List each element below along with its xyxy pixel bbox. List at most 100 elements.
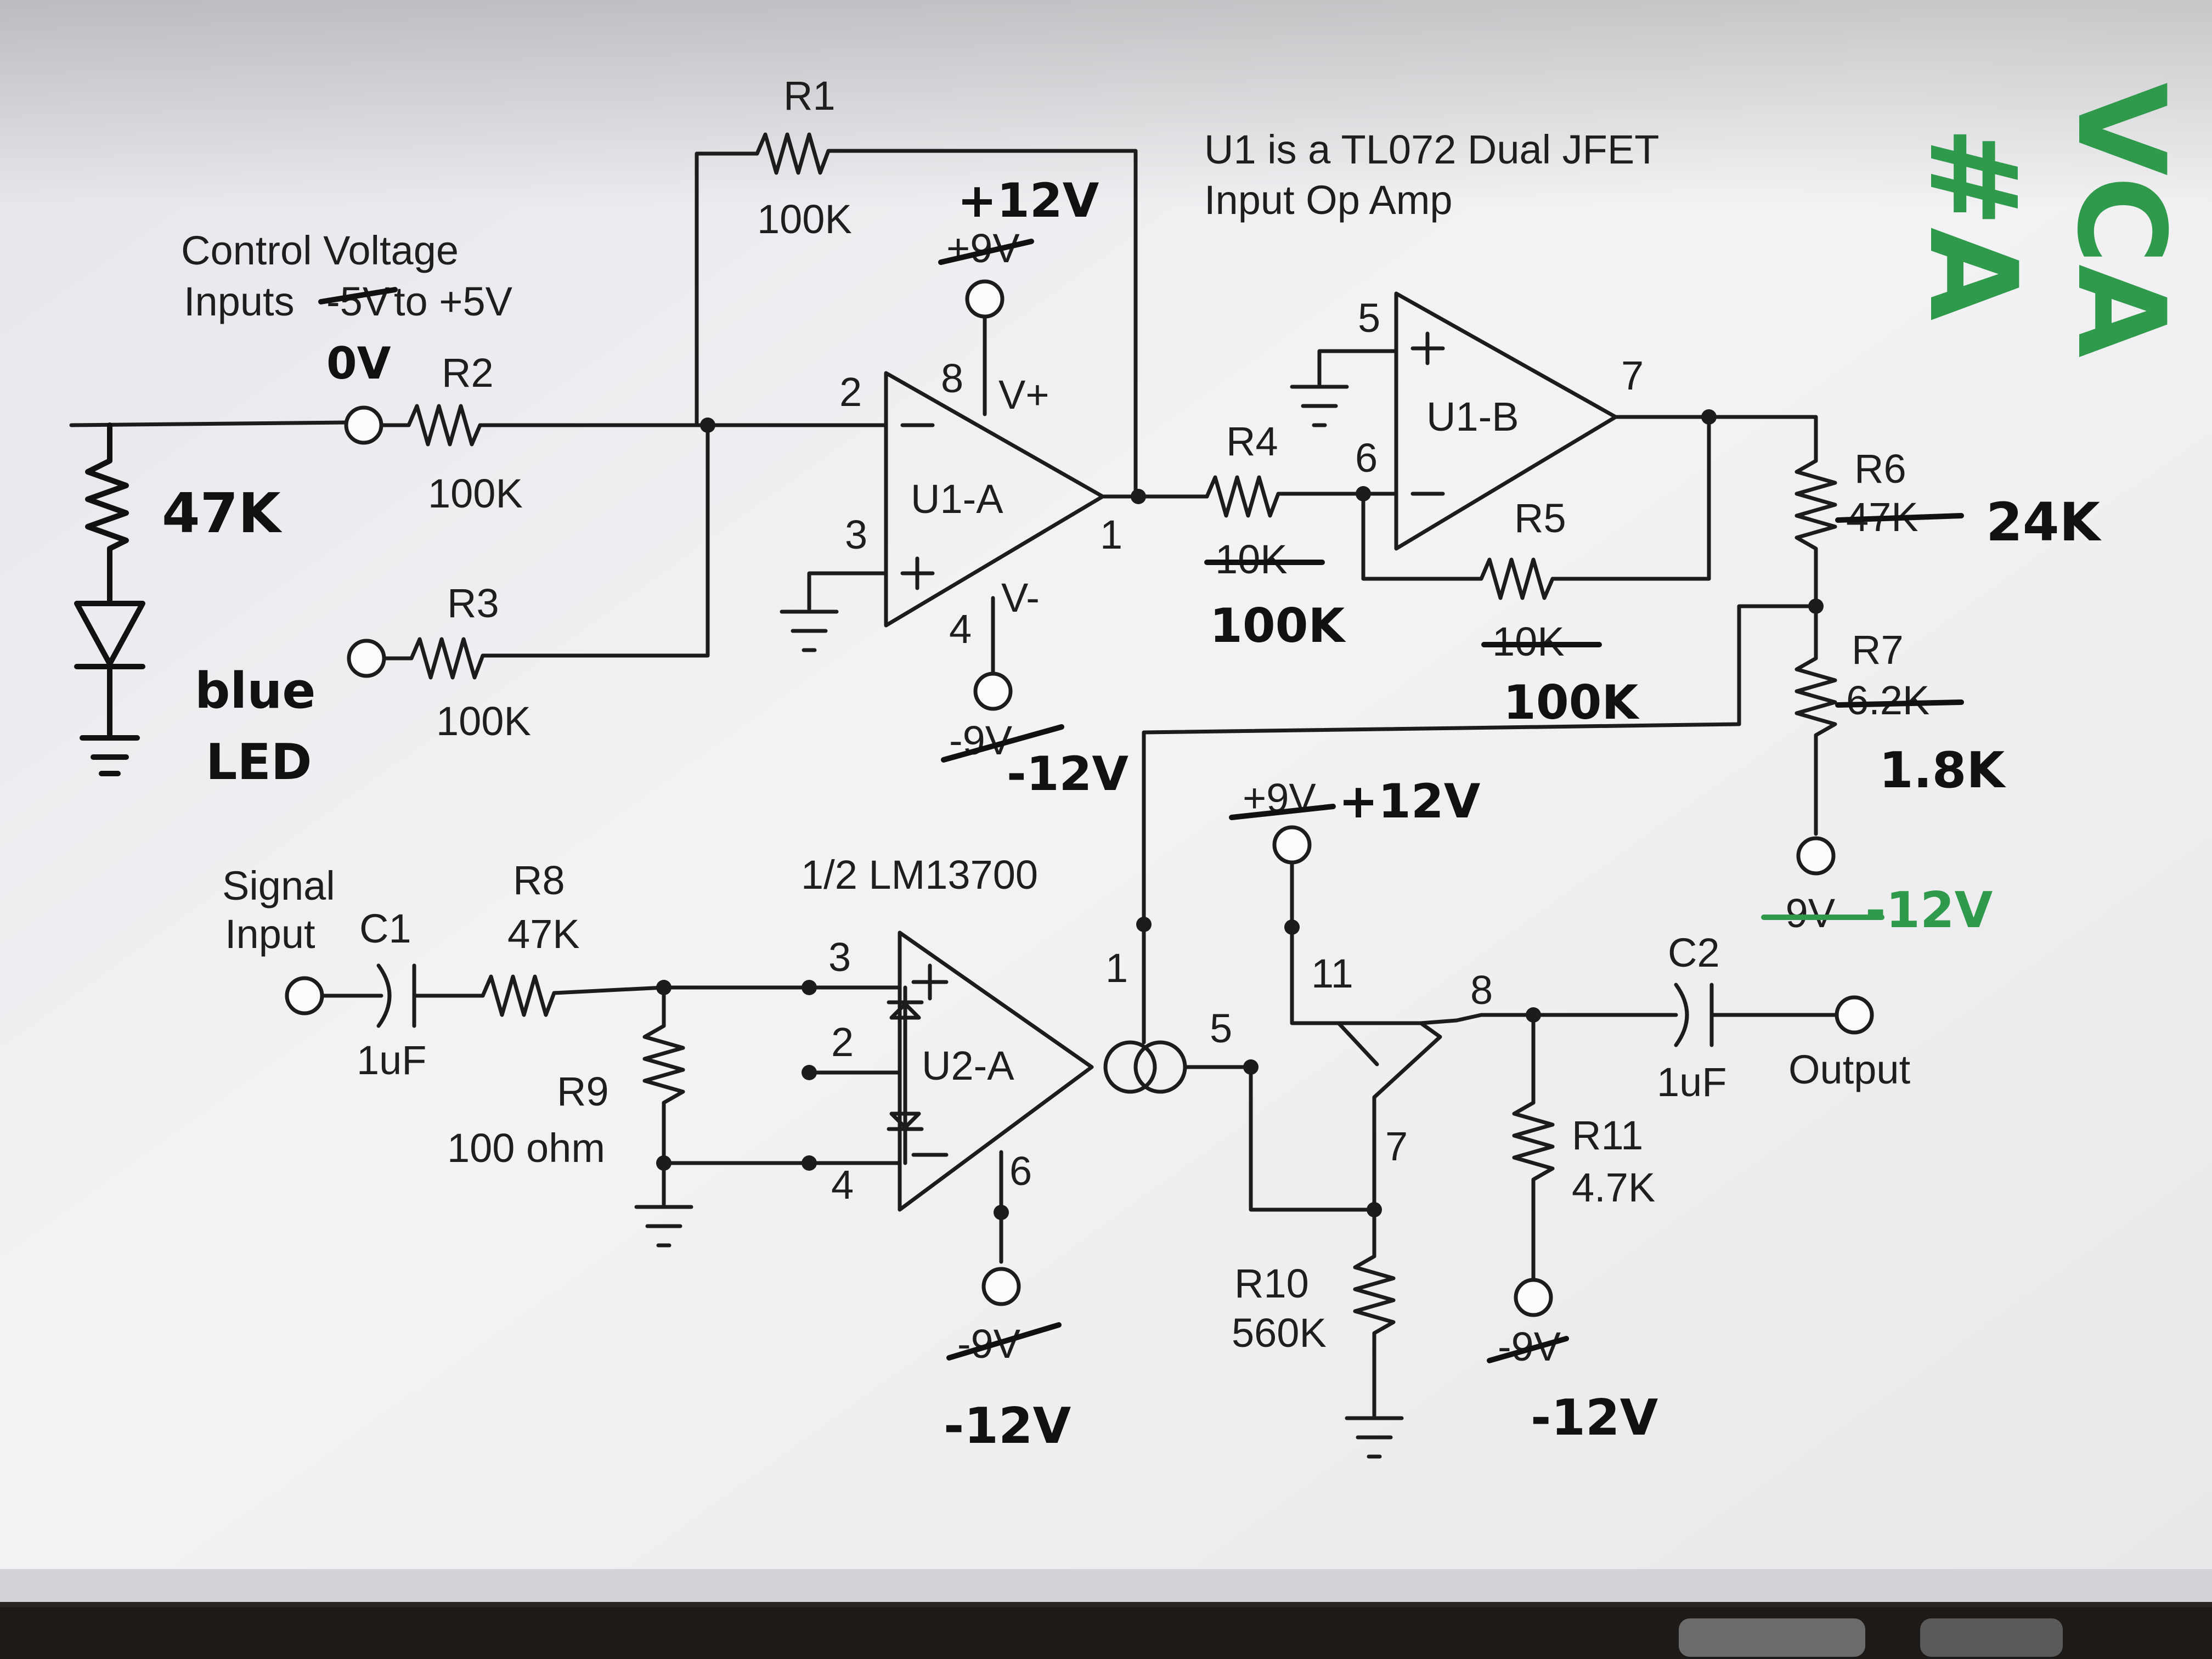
u1a-pin1: 1 (1100, 512, 1122, 557)
r3-resistor-symbol (382, 423, 710, 680)
r9-resistor-symbol (642, 985, 685, 1168)
r4-resistor-symbol (1205, 475, 1365, 518)
u1b-name: U1-B (1426, 394, 1519, 439)
u1a-vplus-label: V+ (998, 372, 1049, 417)
r3-name: R3 (447, 580, 499, 626)
r8-value: 47K (507, 911, 580, 957)
control-voltage-label-line1: Control Voltage (181, 228, 459, 273)
c1-value: 1uF (357, 1037, 427, 1083)
r4-value-struck: 10K (1215, 537, 1288, 582)
number-handwritten-label: #A (1903, 126, 2043, 321)
r11-supply-new: -12V (1531, 1389, 1658, 1447)
header-title-line1: U1 is a TL072 Dual JFET (1204, 127, 1659, 172)
u1a-pin3: 3 (845, 512, 867, 557)
u2a-ota-symbol (898, 930, 1094, 1212)
r6-resistor-symbol (1795, 459, 1837, 608)
r1-resistor-symbol (695, 132, 1138, 499)
r2-name: R2 (442, 350, 494, 396)
u1b-pin6: 6 (1355, 435, 1378, 481)
u1a-ground-symbol (780, 610, 839, 652)
r8-name: R8 (513, 857, 565, 903)
q-supply-terminal (1272, 825, 1312, 865)
r4-value-new: 100K (1210, 599, 1347, 653)
binder-clip (1679, 1618, 1865, 1657)
signal-input-terminal[interactable] (285, 976, 324, 1015)
u1b-opamp-symbol (1394, 291, 1618, 551)
table-background (0, 1607, 2212, 1659)
r7-resistor-symbol (1795, 604, 1837, 836)
cv-input-terminal-1[interactable] (344, 405, 383, 445)
r7-name: R7 (1852, 627, 1904, 673)
r9-value: 100 ohm (447, 1125, 605, 1171)
u2-pin1: 1 (1105, 945, 1128, 991)
r10-ground-symbol (1345, 1416, 1404, 1459)
r9-ground-symbol (634, 1205, 693, 1248)
r10-name: R10 (1234, 1261, 1309, 1306)
c1-name: C1 (359, 906, 411, 951)
r11-name: R11 (1572, 1113, 1643, 1158)
r2-resistor-symbol (379, 404, 707, 447)
q-pin7: 7 (1385, 1124, 1408, 1169)
svg-text:to +5V: to +5V (394, 279, 513, 324)
u1-vminus-new: -12V (1007, 747, 1128, 802)
u1b-pin5: 5 (1358, 295, 1380, 341)
r11-supply-terminal (1514, 1278, 1553, 1317)
control-voltage-correction: 0V (326, 338, 391, 389)
u1a-name: U1-A (911, 476, 1003, 522)
output-terminal[interactable] (1835, 995, 1874, 1035)
r4-name: R4 (1226, 419, 1278, 464)
r6-value-new: 24K (1986, 492, 2102, 553)
c2-name: C2 (1668, 930, 1720, 975)
u2-supply-new: -12V (944, 1397, 1071, 1455)
q-pin11: 11 (1311, 951, 1353, 996)
led-label-line2: LED (206, 733, 312, 791)
q-pin8: 8 (1470, 967, 1493, 1013)
led-resistor-symbol (85, 422, 129, 606)
signal-input-label-line2: Input (225, 911, 315, 957)
r11-value: 4.7K (1572, 1165, 1655, 1210)
r5-resistor-symbol (1361, 415, 1711, 600)
paper-shadow-top (0, 0, 2212, 208)
r1-value: 100K (757, 196, 852, 242)
u2-pin3: 3 (828, 934, 851, 980)
r7-value-new: 1.8K (1879, 742, 2006, 799)
led-resistor-value: 47K (162, 481, 283, 545)
r3-value: 100K (436, 698, 531, 744)
cv-input-terminal-2[interactable] (347, 639, 386, 678)
r5-value-new: 100K (1503, 675, 1640, 730)
output-label: Output (1788, 1047, 1911, 1092)
r1-name: R1 (783, 73, 836, 119)
u2a-part: 1/2 LM13700 (801, 852, 1038, 898)
u1-vminus-terminal (973, 672, 1013, 711)
svg-text:Inputs: Inputs (184, 279, 295, 324)
u2-pin2: 2 (831, 1019, 854, 1065)
r6-name: R6 (1854, 446, 1906, 492)
r7-supply-new: -12V (1865, 882, 1993, 939)
u1a-vminus-label: V- (1001, 575, 1040, 620)
r10-value: 560K (1232, 1310, 1327, 1356)
r7-value-struck: 6.2K (1846, 678, 1929, 723)
control-voltage-label-line2: Inputs -5V to +5V (184, 279, 513, 324)
u2-pin5: 5 (1210, 1006, 1232, 1051)
u2-supply-terminal (981, 1267, 1021, 1306)
wiring (69, 132, 1874, 1459)
u1a-pin4: 4 (949, 606, 972, 652)
r5-name: R5 (1514, 495, 1566, 541)
u1-vplus-terminal (965, 279, 1005, 319)
q-supply-new: +12V (1339, 774, 1481, 829)
signal-input-label-line1: Signal (222, 863, 335, 909)
q-transistor-symbol (1290, 925, 1459, 1212)
r2-value: 100K (428, 471, 523, 516)
r9-name: R9 (557, 1069, 609, 1114)
led-ground-symbol (80, 735, 140, 776)
r5-value-struck: 10K (1492, 619, 1565, 664)
u1a-pin8: 8 (941, 356, 963, 401)
binder-clip-2 (1920, 1618, 2063, 1657)
r7-supply-terminal (1796, 836, 1836, 876)
vca-handwritten-label: VCA (2051, 82, 2191, 358)
u2a-name: U2-A (922, 1043, 1014, 1088)
u2-pin4: 4 (831, 1162, 854, 1207)
led-label-line1: blue (195, 662, 315, 720)
